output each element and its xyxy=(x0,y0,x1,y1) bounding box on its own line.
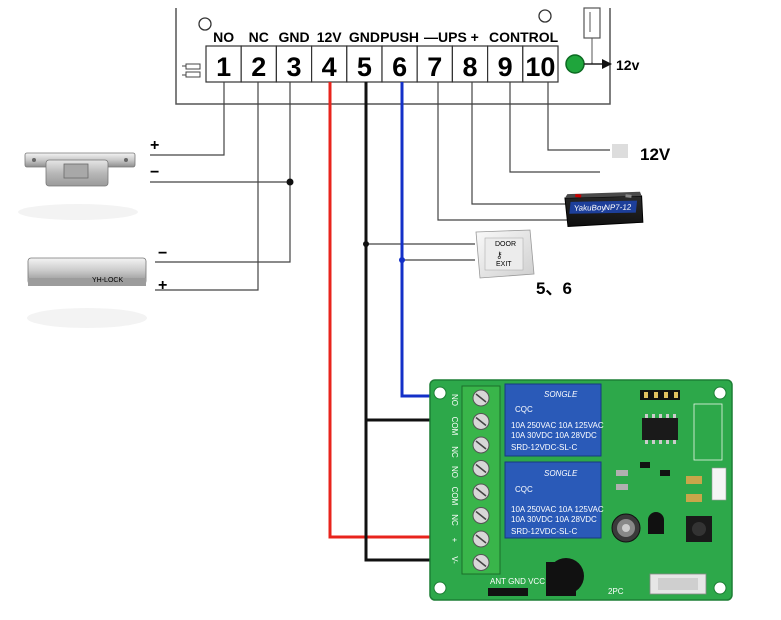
exit-button-bottom-text: EXIT xyxy=(496,261,512,268)
bottom-pins-label: ANT GND VCC xyxy=(490,577,545,586)
controller-box xyxy=(175,7,611,105)
pcb-terminal-label: V- xyxy=(450,556,459,564)
terminal-cell-1 xyxy=(205,45,242,83)
terminal-label-5: GND xyxy=(349,29,380,45)
terminal-number-7: 7 xyxy=(427,52,442,82)
screw-slot xyxy=(475,534,487,544)
screw-slot xyxy=(475,557,487,568)
ups-label: —UPS + xyxy=(424,29,479,45)
mag-lock-brand: YH-LOCK xyxy=(92,277,123,284)
led-indicator xyxy=(565,54,585,74)
pin-header-bottom xyxy=(488,588,528,596)
key-icon: ⚷ xyxy=(496,251,503,261)
screw-terminals xyxy=(472,389,490,571)
relay-1-model: SRD-12VDC-SL-C xyxy=(511,443,577,452)
terminal-label-4: 12V xyxy=(317,29,343,45)
screw-slot xyxy=(475,487,487,497)
terminal-cell-8 xyxy=(451,45,489,83)
capacitor xyxy=(611,513,641,543)
pcb-terminal-label: NC xyxy=(450,514,459,526)
terminal-number-5: 5 xyxy=(357,52,372,82)
terminal-number-3: 3 xyxy=(286,52,301,82)
output-voltage-label: 12v xyxy=(616,57,640,73)
control-label: CONTROL xyxy=(489,29,559,45)
signal-wires xyxy=(150,82,610,291)
screw-slot xyxy=(475,393,487,403)
relay-board: NO COM NC NO COM NC + V- SONGLE CQC 10A 250VAC … xyxy=(429,379,733,601)
relay-2-cert: CQC xyxy=(515,485,533,494)
electric-strike-lock xyxy=(18,152,138,220)
pcb-terminal-labels: NO COM NC NO COM NC + V- xyxy=(450,394,459,564)
exit-terminals-label: 5、6 xyxy=(536,279,572,298)
mount-hole-right xyxy=(538,9,552,23)
blue-wire-push xyxy=(400,82,450,398)
screw-slot xyxy=(475,510,487,521)
relay-2: SONGLE CQC 10A 250VAC 10A 125VAC 10A 30V… xyxy=(504,461,604,539)
internal-relay-symbol xyxy=(583,7,601,39)
battery-model: NP7-12 xyxy=(604,203,633,212)
relay-1-cert: CQC xyxy=(515,405,533,414)
red-wire-12v xyxy=(328,82,462,539)
terminal-label-1: NO xyxy=(213,29,234,45)
terminal-label-6: PUSH xyxy=(380,29,419,45)
output-arrow-icon xyxy=(602,59,612,69)
antenna-coil xyxy=(546,558,584,596)
relay-2-brand: SONGLE xyxy=(544,469,578,478)
ic-chip xyxy=(642,414,678,444)
screw-slot xyxy=(475,440,487,450)
module-label: 2PC xyxy=(608,587,624,596)
pcb-terminal-label: NC xyxy=(450,446,459,458)
pcb-terminal-label: COM xyxy=(450,487,459,506)
power-12v-label: 12V xyxy=(640,145,671,164)
terminal-cell-10 xyxy=(522,45,559,83)
terminal-cell-9 xyxy=(487,45,524,83)
strike-plus-label: + xyxy=(150,137,159,154)
relay-1: SONGLE CQC 10A 250VAC 10A 125VAC 10A 30V… xyxy=(504,383,604,457)
terminal-number-9: 9 xyxy=(498,52,513,82)
relay-2-rating1: 10A 250VAC 10A 125VAC xyxy=(511,505,604,514)
relay-1-rating2: 10A 30VDC 10A 28VDC xyxy=(511,431,597,440)
terminal-number-2: 2 xyxy=(251,52,266,82)
terminal-number-8: 8 xyxy=(462,52,477,82)
terminal-number-10: 10 xyxy=(525,52,555,82)
battery-brand: YakuBoy xyxy=(573,203,606,212)
terminal-label-2: NC xyxy=(249,29,269,45)
terminal-label-3: GND xyxy=(278,29,309,45)
relay-1-brand: SONGLE xyxy=(544,390,578,399)
resistor-symbol xyxy=(182,63,201,78)
pcb-terminal-label: NO xyxy=(450,394,459,406)
terminal-number-6: 6 xyxy=(392,52,407,82)
magnetic-lock: YH-LOCK xyxy=(27,257,147,328)
pcb-terminal-label: NO xyxy=(450,466,459,478)
rf-module xyxy=(649,573,707,595)
screw-slot xyxy=(475,463,487,474)
mag-minus-label: − xyxy=(158,245,167,262)
terminal-number-1: 1 xyxy=(216,52,231,82)
ups-battery: YakuBoy NP7-12 xyxy=(564,191,644,227)
mag-plus-label: + xyxy=(158,277,167,294)
relay-2-model: SRD-12VDC-SL-C xyxy=(511,527,577,536)
strike-minus-label: − xyxy=(150,164,159,181)
pcb-terminal-label: COM xyxy=(450,417,459,436)
pcb-terminal-label: + xyxy=(450,538,459,543)
mount-hole-left xyxy=(198,17,212,31)
relay-2-rating2: 10A 30VDC 10A 28VDC xyxy=(511,515,597,524)
exit-button-top-text: DOOR xyxy=(495,241,516,248)
screw-slot xyxy=(475,416,487,427)
junction-dot xyxy=(286,178,294,186)
relay-1-rating1: 10A 250VAC 10A 125VAC xyxy=(511,421,604,430)
tact-switch xyxy=(686,516,712,542)
pin-header-top xyxy=(640,390,680,400)
exit-button: DOOR ⚷ EXIT xyxy=(475,229,535,279)
terminal-number-4: 4 xyxy=(322,52,337,82)
